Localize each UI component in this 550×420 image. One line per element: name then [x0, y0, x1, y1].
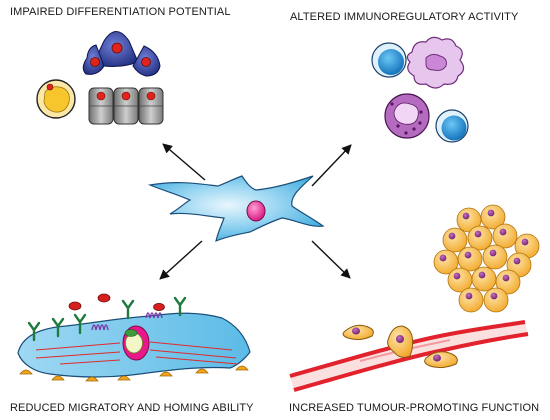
ligand-icon: [68, 301, 82, 311]
caption-impaired-differentiation: IMPAIRED DIFFERENTIATION POTENTIAL: [10, 6, 231, 18]
msc-cell-icon: [424, 351, 458, 369]
msc-cell-icon: [342, 324, 374, 341]
tumour-cell-icon: [514, 233, 540, 259]
msc-nucleus: [246, 200, 266, 222]
vessel-msc-cells: [342, 324, 458, 369]
tumour-cell-icon: [483, 287, 509, 313]
tumour-cell-icon: [442, 227, 468, 253]
osteocyte-nucleus: [111, 42, 123, 54]
tumour-cell-icon: [458, 287, 484, 313]
arrow-icon: [159, 240, 203, 280]
tumour-cell-icon: [492, 223, 518, 249]
tumour-cell-icon: [495, 269, 521, 295]
macrophage-icon: [406, 36, 465, 89]
chondrocyte-icon: [138, 87, 164, 125]
chondrocyte-cluster: [88, 87, 164, 125]
ligand-icon: [153, 303, 165, 311]
chondrocyte-icon: [113, 87, 139, 125]
msc-cell-icon: [147, 175, 325, 242]
chondrocyte-icon: [88, 87, 114, 125]
caption-altered-immunoregulatory: ALTERED IMMUNOREGULATORY ACTIVITY: [290, 11, 519, 23]
lymphocyte-icon: [435, 109, 469, 143]
tumour-cell-icon: [480, 204, 506, 230]
tumour-cell-icon: [457, 246, 483, 272]
lymphocyte-icon: [371, 42, 407, 78]
osteocyte-cluster: [82, 31, 161, 77]
arrow-icon: [311, 144, 352, 187]
caption-increased-tumour-promoting: INCREASED TUMOUR-PROMOTING FUNCTION: [289, 402, 540, 414]
tumour-cell-icon: [482, 244, 508, 270]
tumour-cell-icon: [471, 266, 497, 292]
osteocyte-nucleus: [141, 57, 151, 67]
ligand-icon: [97, 293, 111, 303]
chemokine-receptors: [91, 312, 163, 331]
tumour-cell-cluster: [433, 204, 540, 313]
focal-adhesions: [19, 365, 249, 382]
arrow-icon: [162, 143, 206, 181]
osteocyte-nucleus: [90, 57, 100, 67]
integrin-receptors: [27, 296, 187, 342]
tumour-cell-icon: [467, 225, 493, 251]
adipocyte-icon: [36, 79, 76, 119]
stress-fibres: [35, 341, 239, 365]
caption-reduced-migratory: REDUCED MIGRATORY AND HOMING ABILITY: [10, 402, 254, 414]
arrow-icon: [311, 240, 351, 279]
granulocyte-icon: [384, 93, 430, 139]
msc-cell-icon: [387, 325, 414, 358]
migrating-cell-icon: [17, 293, 251, 382]
